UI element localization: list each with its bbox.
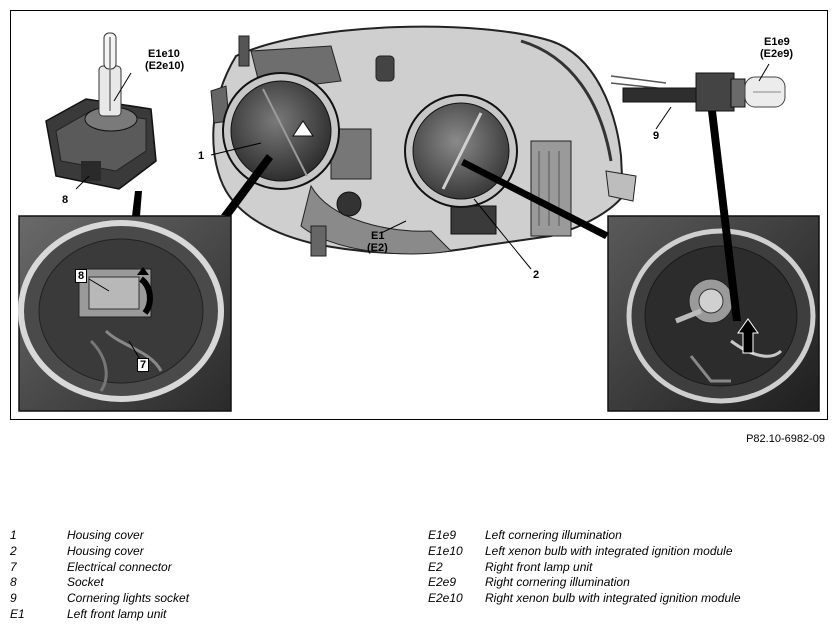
label-1: 1 <box>198 150 205 162</box>
legend-key: 2 <box>10 543 17 558</box>
right-inset-photo <box>607 215 820 412</box>
legend-text: Left front lamp unit <box>67 606 167 621</box>
legend-row: 8 Socket <box>10 575 410 591</box>
legend-text: Housing cover <box>67 543 144 558</box>
label-9: 9 <box>653 130 660 142</box>
legend-row: E2 Right front lamp unit <box>428 560 828 576</box>
legend-row: 9 Cornering lights socket <box>10 591 410 607</box>
label-e1e9: E1e9 <box>764 36 790 48</box>
legend-key: E1 <box>10 606 25 621</box>
legend-key: 7 <box>10 559 17 574</box>
label-e1e10: E1e10 <box>148 48 180 60</box>
headlamp-figure: E1e10 (E2e10) 8 1 E1 (E2) 2 E1e9 (E2e9) … <box>10 10 828 420</box>
legend-key: E2 <box>428 559 443 574</box>
legend-text: Cornering lights socket <box>67 591 190 606</box>
label-e1: E1 <box>371 230 385 242</box>
label-8-inset: 8 <box>75 269 88 283</box>
cornering-bulb-socket <box>610 72 786 112</box>
legend-key: E1e9 <box>428 528 457 542</box>
legend-text: Left xenon bulb with integrated ignition… <box>485 543 733 558</box>
housing-cover-right <box>404 94 518 208</box>
reference-code: P82.10-6982-09 <box>746 433 825 445</box>
legend-column-right: E1e9 Left cornering illumination E1e10 Lef… <box>428 528 828 607</box>
label-e2: (E2) <box>367 242 388 254</box>
legend-text: Right cornering illumination <box>485 575 630 590</box>
xenon-bulb-module <box>45 32 157 190</box>
left-inset-photo <box>18 215 232 412</box>
label-2: 2 <box>533 269 540 281</box>
legend-text: Right front lamp unit <box>485 559 593 574</box>
legend-text: Left cornering illumination <box>485 528 622 542</box>
housing-cover-left <box>222 72 340 190</box>
label-e2e10: (E2e10) <box>145 60 185 72</box>
legend-key: 1 <box>10 528 17 542</box>
headlamp-illustration <box>18 25 820 412</box>
legend-text: Housing cover <box>67 528 144 542</box>
legend-row: 1 Housing cover <box>10 528 410 544</box>
legend-text: Right xenon bulb with integrated ignitio… <box>485 591 741 606</box>
legend-key: E1e10 <box>428 543 463 558</box>
legend-key: 8 <box>10 575 17 590</box>
legend-key: E2e10 <box>428 591 463 606</box>
legend-row: E2e10 Right xenon bulb with integrated ig… <box>428 591 828 607</box>
legend-key: 9 <box>10 591 17 606</box>
label-e2e9: (E2e9) <box>760 48 794 60</box>
legend-row: 2 Housing cover <box>10 544 410 560</box>
legend-row: E2e9 Right cornering illumination <box>428 575 828 591</box>
label-7-inset: 7 <box>137 358 150 372</box>
legend-text: Socket <box>67 575 104 590</box>
legend-key: E2e9 <box>428 575 457 590</box>
legend-row: E1e9 Left cornering illumination <box>428 528 828 544</box>
legend-row: E1e10 Left xenon bulb with integrated ign… <box>428 544 828 560</box>
callout-lines <box>75 63 770 362</box>
legend-row: 7 Electrical connector <box>10 560 410 576</box>
label-8-module: 8 <box>62 194 69 206</box>
legend-text: Electrical connector <box>67 559 172 574</box>
legend-row: E1 Left front lamp unit <box>10 607 410 623</box>
